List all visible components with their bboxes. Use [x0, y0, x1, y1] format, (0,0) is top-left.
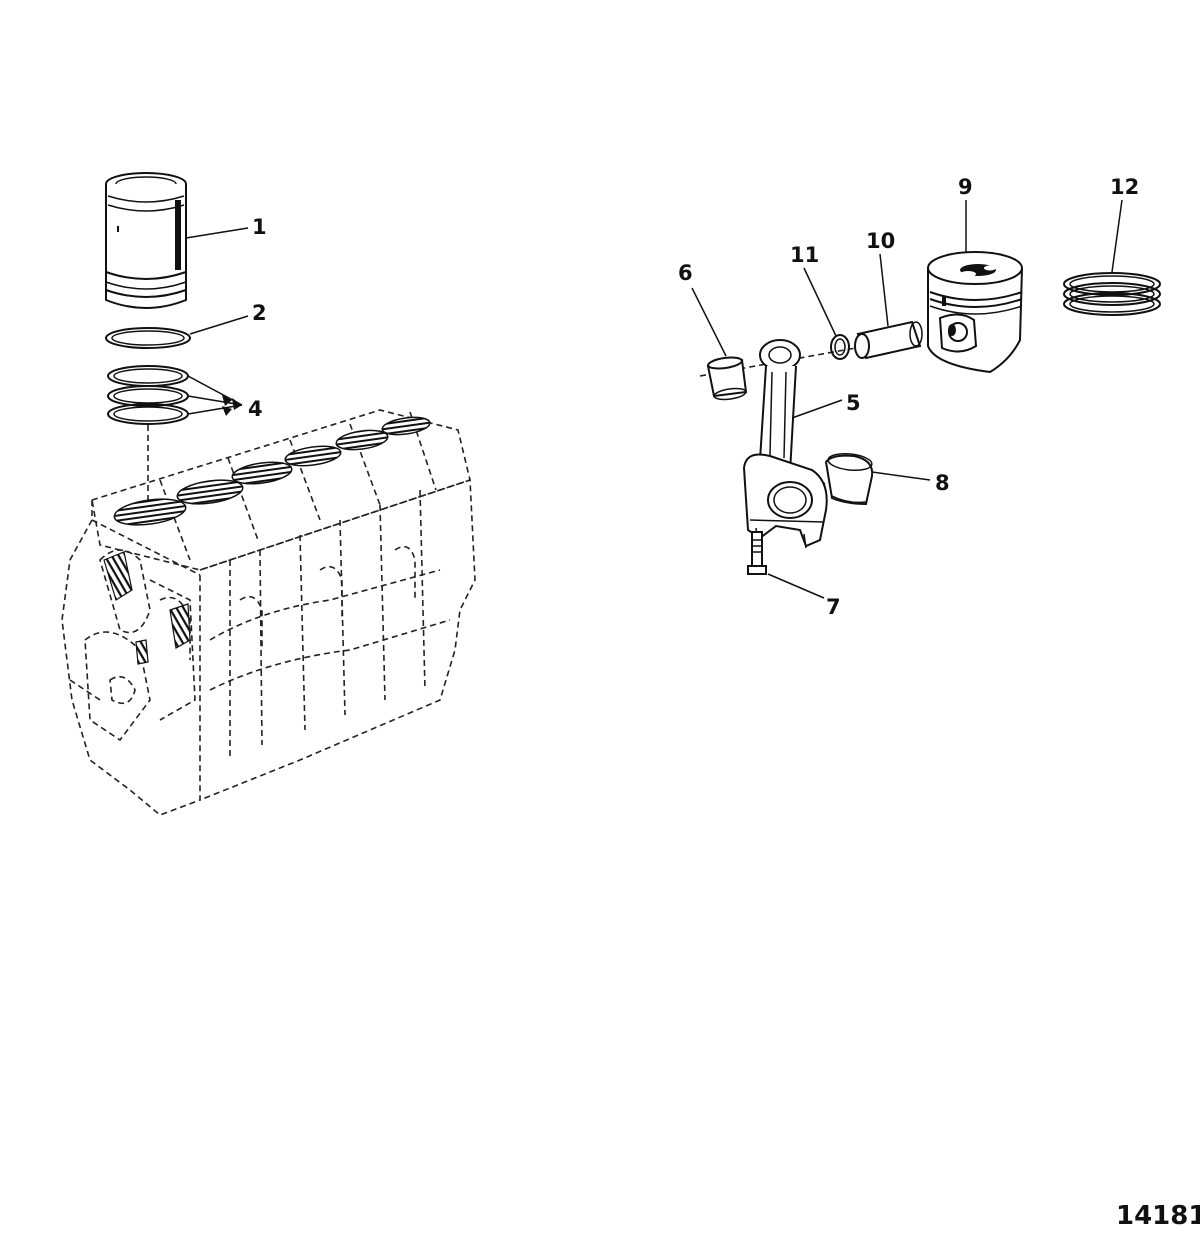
callout-8: 8	[935, 471, 950, 495]
piston-pin	[854, 320, 923, 360]
callout-1: 1	[252, 215, 267, 239]
right-leader-lines	[691, 199, 1123, 599]
liner-o-rings	[107, 365, 189, 425]
piston-ring-set	[1063, 272, 1161, 316]
cylinder-bores	[113, 416, 431, 526]
liner-seal-ring	[105, 327, 191, 349]
piston-pin-snap-ring	[830, 334, 850, 360]
callout-6: 6	[678, 261, 693, 285]
figure-number: 14181	[1116, 1201, 1200, 1231]
callout-10: 10	[866, 229, 895, 253]
block-front-openings	[103, 551, 191, 665]
callout-12: 12	[1110, 175, 1139, 199]
callout-11: 11	[790, 243, 819, 267]
cylinder-liner	[105, 172, 187, 309]
connecting-rod	[742, 339, 828, 549]
left-leader-lines	[185, 227, 249, 416]
rod-bolt	[747, 531, 767, 575]
rod-bearing	[824, 452, 874, 506]
callout-4: 4	[248, 397, 263, 421]
callout-9: 9	[958, 175, 973, 199]
callout-5: 5	[846, 391, 861, 415]
callout-7: 7	[826, 595, 841, 619]
piston	[927, 251, 1023, 374]
callout-2: 2	[252, 301, 267, 325]
rod-bushing	[706, 356, 748, 401]
